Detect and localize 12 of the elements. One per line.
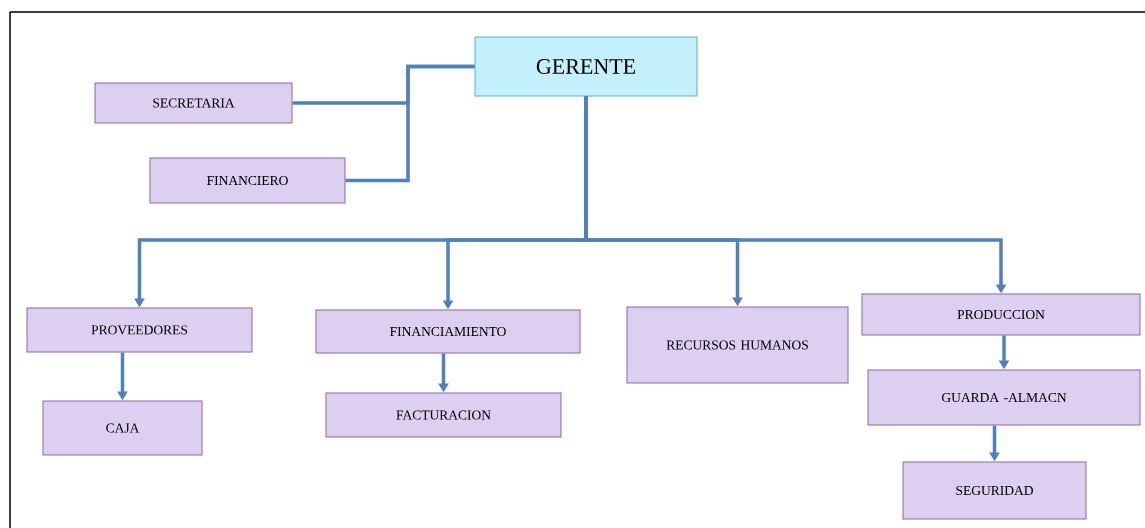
org-box: SECRETARIA (94, 82, 293, 124)
org-box: PROVEEDORES (26, 307, 253, 353)
org-box: FACTURACION (325, 392, 562, 438)
org-box: SEGURIDAD (902, 461, 1087, 520)
org-box: FINANCIAMIENTO (315, 309, 581, 354)
org-box: CAJA (42, 400, 203, 456)
org-box: GUARDA -ALMACN (867, 369, 1141, 426)
org-box: RECURSOS HUMANOS (626, 306, 849, 384)
org-box: PRODUCCION (861, 293, 1141, 336)
title-box: GERENTE (474, 36, 698, 97)
connector (345, 64, 475, 183)
org-box: FINANCIERO (149, 157, 346, 204)
